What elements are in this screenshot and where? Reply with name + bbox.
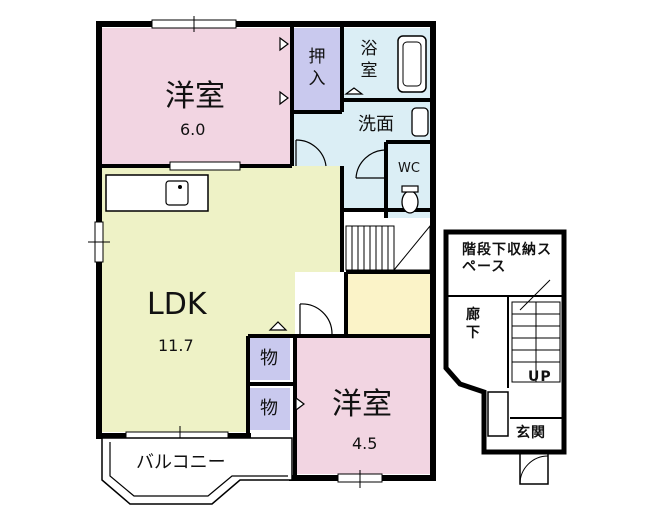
wc-label: WC <box>398 161 420 176</box>
wash-basin <box>411 107 429 137</box>
kitchen-sink <box>165 180 189 206</box>
storage-2-label: 物 <box>260 398 278 419</box>
ldk-size: 11.7 <box>158 336 194 355</box>
toilet-bowl <box>401 190 419 214</box>
up-label: UP <box>528 369 552 385</box>
washroom-fill <box>293 100 430 210</box>
storage-1-fill <box>250 338 290 380</box>
entrance-label: 玄関 <box>516 425 546 441</box>
balcony-label: バルコニー <box>136 452 226 473</box>
western-room-top-size: 6.0 <box>180 120 206 139</box>
storage-1-label: 物 <box>260 348 278 369</box>
stair-treads <box>345 224 431 271</box>
ldk-name: LDK <box>147 287 207 322</box>
yellow-storage-fill <box>346 272 430 334</box>
western-room-top-fill <box>102 28 292 164</box>
washroom-label: 洗面 <box>358 114 394 135</box>
closet-oshiire-label: 押入 <box>308 47 326 89</box>
kitchen-counter <box>105 174 209 212</box>
western-room-bottom-size: 4.5 <box>352 434 378 453</box>
door-triangles <box>268 36 364 412</box>
western-room-bottom-name: 洋室 <box>332 387 392 422</box>
western-room-bottom-fill <box>295 336 430 474</box>
stair-unit <box>443 229 567 485</box>
door-swings <box>295 139 387 335</box>
storage-2-fill <box>250 388 290 430</box>
western-room-top-name: 洋室 <box>165 79 225 114</box>
under-stair-storage-label: 階段下収納スペース <box>462 242 552 275</box>
balcony-outline <box>101 437 293 505</box>
interior-walls <box>99 24 433 478</box>
corridor-label: 廊下 <box>466 307 481 341</box>
ldk-fill <box>102 166 342 432</box>
closet-oshiire-fill <box>293 28 342 110</box>
bath-label: 浴室 <box>360 39 378 81</box>
windows <box>88 16 383 488</box>
bathtub <box>397 35 427 93</box>
